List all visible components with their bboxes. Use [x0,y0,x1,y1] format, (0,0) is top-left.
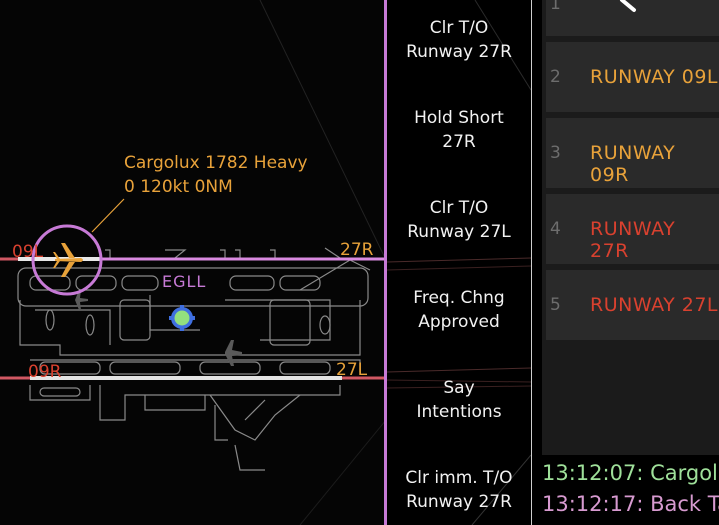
command-line: Runway 27R [406,492,512,512]
runway-list-label: RUNWAY 27R [590,218,676,262]
back-arrow-icon[interactable] [608,0,648,14]
command-line: Hold Short [414,108,504,128]
command-panel: Clr T/O Runway 27R Hold Short 27R Clr T/… [387,0,531,525]
runway-list-number: 1 [550,0,561,14]
runway-list-item-09r[interactable]: 3 RUNWAY 09R [546,118,719,188]
radar-map[interactable]: 09L 27R 09R 27L Cargolux 1782 Heavy 0 12… [0,0,386,525]
parked-aircraft-icons [75,290,242,366]
command-line: Clr T/O [429,18,489,38]
airport-code-label: EGLL [162,272,207,291]
command-say-intentions[interactable]: Say Intentions [387,376,531,424]
runway-list-label: RUNWAY 09R [590,142,676,186]
runway-list-label: RUNWAY 27L [590,294,718,316]
command-line: Runway 27L [407,222,511,242]
command-hold-short-27r[interactable]: Hold Short 27R [387,106,531,154]
taxiway-outlines [17,247,371,471]
command-clear-takeoff-27r[interactable]: Clr T/O Runway 27R [387,16,531,64]
aircraft-callsign: Cargolux 1782 Heavy [124,153,308,173]
command-line: Say [443,378,475,398]
bg-line [259,0,386,261]
command-line: 27R [442,132,476,152]
runway-label-09r: 09R [28,362,62,382]
airplane-icon[interactable] [53,243,83,277]
runway-label-09l: 09L [12,242,44,262]
command-clear-immediate-takeoff-27r[interactable]: Clr imm. T/O Runway 27R [387,466,531,514]
aircraft-data-tag[interactable]: Cargolux 1782 Heavy 0 120kt 0NM [124,151,308,199]
command-clear-takeoff-27l[interactable]: Clr T/O Runway 27L [387,196,531,244]
log-entry: 13:12:07: Cargolux [542,461,719,485]
command-line: Runway 27R [406,42,512,62]
log-entry: 13:12:17: Back Tax [542,492,719,516]
command-line: Approved [418,312,500,332]
command-panel-bg-lines [387,0,531,525]
runway-list-item-27r[interactable]: 4 RUNWAY 27R [546,194,719,264]
command-panel-divider [531,0,532,525]
runway-list-number: 5 [550,295,561,315]
runway-list-item-1[interactable]: 1 [546,0,719,36]
command-line: Clr imm. T/O [405,468,513,488]
command-line: Clr T/O [429,198,489,218]
aircraft-info: 0 120kt 0NM [124,177,233,197]
runway-list-item-09l[interactable]: 2 RUNWAY 09L [546,42,719,112]
runway-selection-panel: 1 2 RUNWAY 09L 3 RUNWAY 09R 4 RUNWAY 27R… [532,0,719,525]
bg-line [299,419,386,525]
runway-label-27r: 27R [340,240,374,260]
aircraft-selection-ring[interactable] [31,224,103,296]
airport-reference-icon[interactable] [169,305,195,331]
command-freq-change-approved[interactable]: Freq. Chng Approved [387,286,531,334]
map-divider [384,0,387,525]
airport-diagram [0,0,386,525]
runway-list-label: RUNWAY 09L [590,66,718,88]
runway-label-27l: 27L [336,360,368,380]
runway-list[interactable]: 1 2 RUNWAY 09L 3 RUNWAY 09R 4 RUNWAY 27R… [542,0,719,455]
runway-list-item-27l[interactable]: 5 RUNWAY 27L [546,270,719,340]
runway-list-number: 3 [550,143,561,163]
runway-list-number: 2 [550,67,561,87]
command-line: Freq. Chng [413,288,505,308]
runway-list-number: 4 [550,219,561,239]
callout-leader-line [91,198,125,233]
command-line: Intentions [416,402,502,422]
